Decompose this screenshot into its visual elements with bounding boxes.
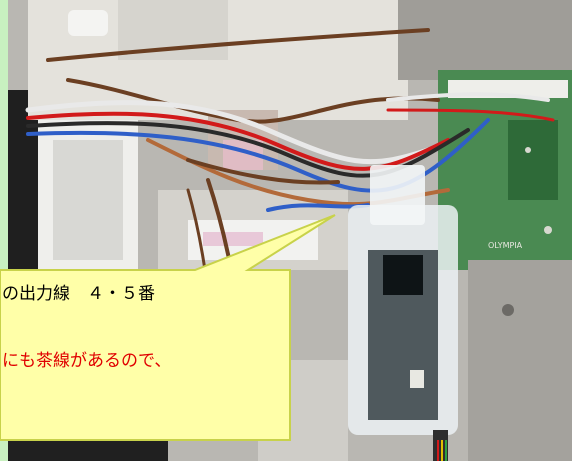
callout-line-2: にも茶線があるので、 (2, 351, 172, 371)
callout-line-1: の出力線 ４・５番 (2, 284, 155, 304)
photo-wiring-harness: OLYMPIA (8, 0, 572, 461)
translucent-module (348, 165, 458, 461)
photo-scene: OLYMPIA (8, 0, 572, 461)
pcb-silkscreen: OLYMPIA (488, 241, 523, 250)
pcb-board: OLYMPIA (438, 70, 572, 270)
